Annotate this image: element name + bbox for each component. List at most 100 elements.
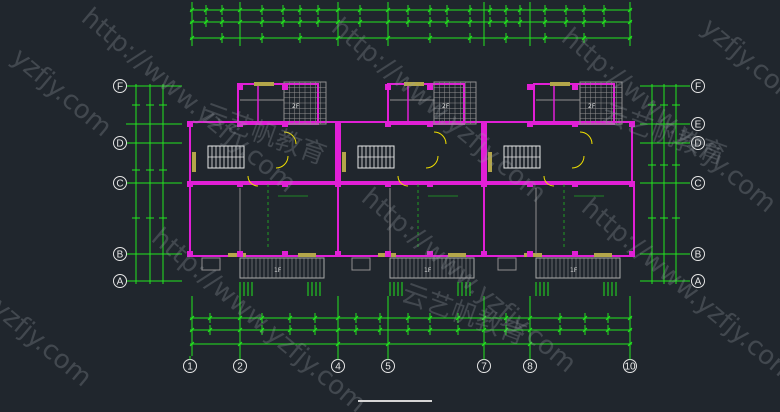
dim-slash bbox=[427, 315, 433, 321]
dim-slash bbox=[312, 315, 318, 321]
dim-slash bbox=[601, 19, 607, 25]
balcony bbox=[389, 257, 475, 279]
door-swing bbox=[247, 175, 259, 187]
dim-slash bbox=[581, 35, 587, 41]
door-swing bbox=[579, 131, 593, 145]
top-room-grid bbox=[579, 81, 623, 125]
dim-slash bbox=[219, 19, 225, 25]
column-node bbox=[527, 84, 533, 90]
column-node bbox=[237, 181, 243, 187]
dim-slash bbox=[405, 19, 411, 25]
door-swing bbox=[397, 175, 409, 187]
column-node bbox=[335, 181, 341, 187]
column-node bbox=[385, 84, 391, 90]
axis-c-left: C bbox=[113, 176, 127, 190]
column-node bbox=[427, 181, 433, 187]
dim-slash bbox=[503, 19, 509, 25]
unit-upper-wall bbox=[339, 121, 483, 185]
dim-slash bbox=[517, 7, 523, 13]
axis-label: D bbox=[116, 139, 123, 150]
column-node bbox=[481, 251, 487, 257]
axis-bubble bbox=[113, 136, 127, 150]
axis-label: A bbox=[117, 277, 124, 288]
column-node bbox=[572, 121, 578, 127]
dim-slash bbox=[219, 35, 225, 41]
dim-slash bbox=[427, 7, 433, 13]
balcony bbox=[535, 257, 621, 279]
column-node bbox=[629, 181, 635, 187]
column-node bbox=[629, 251, 635, 257]
dim-slash bbox=[517, 19, 523, 25]
axis-bubble bbox=[691, 247, 705, 261]
dim-slash bbox=[582, 315, 588, 321]
dim-slash bbox=[542, 35, 548, 41]
axis-bubble bbox=[113, 274, 127, 288]
axis-label: 2 bbox=[237, 362, 243, 373]
dim-slash bbox=[467, 35, 473, 41]
dim-slash bbox=[259, 327, 265, 333]
axis-label: E bbox=[695, 120, 702, 131]
axis-c-right: C bbox=[691, 176, 705, 190]
unit-upper-wall bbox=[189, 121, 337, 185]
column-node bbox=[187, 181, 193, 187]
column-node bbox=[527, 121, 533, 127]
axis-d-right: D bbox=[691, 136, 705, 150]
dim-slash bbox=[605, 315, 611, 321]
dim-slash bbox=[312, 327, 318, 333]
dim-slash bbox=[315, 7, 321, 13]
dim-slash bbox=[582, 327, 588, 333]
door-swing bbox=[283, 131, 297, 145]
room-label: 1F bbox=[570, 267, 578, 274]
axis-label: F bbox=[695, 82, 701, 93]
door-swing bbox=[571, 155, 585, 169]
dim-slash bbox=[557, 315, 563, 321]
dim-slash bbox=[427, 19, 433, 25]
dim-slash bbox=[427, 35, 433, 41]
axis-labels-right: F ED C B A bbox=[691, 79, 705, 288]
balcony bbox=[239, 257, 325, 279]
balcony-outline bbox=[535, 257, 621, 279]
dim-slash bbox=[503, 7, 509, 13]
column-node bbox=[427, 84, 433, 90]
side-dimension-lines bbox=[126, 84, 690, 284]
column-node bbox=[282, 121, 288, 127]
axis-a-left: A bbox=[113, 274, 127, 288]
room-label: 2F bbox=[442, 103, 450, 110]
axis-bubble bbox=[691, 274, 705, 288]
axis-bubble bbox=[113, 247, 127, 261]
axis-label: 5 bbox=[385, 362, 391, 373]
column-node bbox=[527, 181, 533, 187]
column-node bbox=[385, 181, 391, 187]
balcony-outline bbox=[239, 257, 325, 279]
dim-slash bbox=[503, 35, 509, 41]
top-room-grid bbox=[283, 81, 327, 125]
dim-slash bbox=[427, 327, 433, 333]
dim-slash bbox=[259, 7, 265, 13]
dim-slash bbox=[557, 327, 563, 333]
dim-slash bbox=[605, 327, 611, 333]
dim-slash bbox=[280, 19, 286, 25]
column-node bbox=[335, 121, 341, 127]
dim-slash bbox=[405, 315, 411, 321]
axis-label: B bbox=[117, 250, 124, 261]
axis-e-right: E bbox=[691, 117, 705, 131]
dim-slash bbox=[280, 7, 286, 13]
balcony-outline bbox=[389, 257, 475, 279]
column-node bbox=[282, 181, 288, 187]
axis-a-right: A bbox=[691, 274, 705, 288]
bottom-dimension-lines bbox=[189, 296, 633, 356]
dim-slash bbox=[287, 327, 293, 333]
axis-label: B bbox=[695, 250, 702, 261]
axis-bubble bbox=[691, 79, 705, 93]
column-node bbox=[629, 121, 635, 127]
dim-slash bbox=[207, 315, 213, 321]
dim-slash bbox=[353, 327, 359, 333]
dim-slash bbox=[503, 315, 509, 321]
door-swing bbox=[543, 175, 555, 187]
unit-upper-wall bbox=[485, 121, 633, 185]
door-swing bbox=[433, 131, 447, 145]
window bbox=[298, 253, 316, 257]
dim-slash bbox=[487, 7, 493, 13]
